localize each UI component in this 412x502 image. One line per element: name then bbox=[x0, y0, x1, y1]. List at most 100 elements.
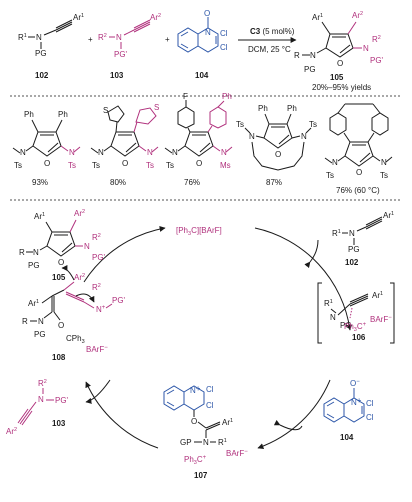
o-label: O bbox=[196, 159, 202, 168]
example-2: S S O N Ts N Ts 80% bbox=[90, 103, 159, 187]
barf-label: BArF− bbox=[370, 315, 392, 324]
n-label: N bbox=[147, 148, 153, 157]
ar2-label: Ar2 bbox=[6, 427, 17, 436]
r2-label: R2 bbox=[98, 33, 107, 42]
r2-label: R2 bbox=[38, 379, 47, 388]
reagent-104: O N Cl Cl 104 bbox=[177, 9, 228, 80]
ts-label: Ts bbox=[380, 171, 388, 180]
ph3c-label: Ph3C+ bbox=[184, 455, 207, 466]
n-label: N bbox=[38, 395, 44, 404]
n-label: N bbox=[84, 242, 90, 251]
ts-label: Ts bbox=[14, 161, 22, 170]
pg-label: PG bbox=[340, 321, 352, 330]
compound-number-103: 103 bbox=[110, 71, 124, 80]
n-label: N bbox=[172, 148, 178, 157]
yield-label: 76% (60 °C) bbox=[336, 186, 380, 195]
compound-number-107: 107 bbox=[194, 471, 208, 480]
yield-label: 93% bbox=[32, 178, 48, 187]
cl-label: Cl bbox=[220, 29, 228, 38]
ar1-label: Ar1 bbox=[73, 13, 84, 22]
cycle-arrows bbox=[61, 226, 353, 450]
o-label: O bbox=[356, 168, 362, 177]
r1-label: R1 bbox=[332, 229, 341, 238]
ts-label: Ts bbox=[146, 161, 154, 170]
ar1-label: Ar1 bbox=[383, 211, 394, 220]
ph-label: Ph bbox=[287, 104, 297, 113]
compound-number-105: 105 bbox=[52, 273, 66, 282]
n-label: N bbox=[349, 229, 355, 238]
ar2-label: Ar2 bbox=[352, 11, 363, 20]
pg-label: PG bbox=[34, 330, 46, 339]
f-label: F bbox=[183, 92, 188, 101]
compound-number-105: 105 bbox=[330, 73, 344, 82]
ar2-label: Ar2 bbox=[74, 209, 85, 218]
ar2-label: Ar2 bbox=[74, 273, 85, 282]
o-label: O bbox=[122, 159, 128, 168]
cycle-intermediate-108: Ar1 Ar2 R2 N+ PG' N R PG O CPh3 BArF− 10… bbox=[22, 273, 126, 362]
n-label: N bbox=[249, 132, 255, 141]
o-label: O bbox=[337, 59, 343, 68]
cycle-reagent-104: O− N+ Cl Cl 104 bbox=[323, 379, 374, 442]
yield-label: 80% bbox=[110, 178, 126, 187]
pg-label: PG bbox=[28, 261, 40, 270]
ts-label: Ts bbox=[309, 120, 317, 129]
n-label: N bbox=[221, 148, 227, 157]
n-label: N+ bbox=[96, 305, 106, 314]
s-label: S bbox=[103, 106, 108, 115]
conditions-label: DCM, 25 °C bbox=[248, 45, 291, 54]
barf-label: BArF− bbox=[86, 345, 108, 354]
ts-label: Ts bbox=[92, 161, 100, 170]
compound-number-106: 106 bbox=[352, 333, 366, 342]
ar1-label: Ar1 bbox=[222, 418, 233, 427]
cycle-catalyst-label: [Ph3C][BArF] bbox=[176, 226, 222, 237]
n-label: N bbox=[203, 438, 209, 447]
ph-label: Ph bbox=[58, 110, 68, 119]
o-label: O bbox=[44, 159, 50, 168]
cycle-product-105: Ar1 Ar2 N R PG O N R2 PG' 105 bbox=[19, 209, 106, 282]
pg-label: PG bbox=[348, 245, 360, 254]
pg-label: PG' bbox=[55, 396, 69, 405]
o-label: O bbox=[58, 258, 64, 267]
compound-number-104: 104 bbox=[195, 71, 209, 80]
ar1-label: Ar1 bbox=[34, 212, 45, 221]
compound-number-103: 103 bbox=[52, 419, 66, 428]
ph-label: Ph bbox=[24, 110, 34, 119]
example-1: Ph Ph O N Ts N Ts 93% bbox=[12, 110, 81, 187]
example-5: O N Ts N Ts 76% (60 °C) bbox=[324, 103, 393, 195]
n-label: N+ bbox=[351, 396, 362, 407]
r-label: R bbox=[22, 317, 28, 326]
pg-label: PG' bbox=[114, 50, 128, 59]
o-label: O bbox=[58, 321, 64, 330]
r2-label: R2 bbox=[92, 233, 101, 242]
n-label: N bbox=[381, 158, 387, 167]
ph3c-label: Ph3C+ bbox=[344, 322, 367, 333]
n-label: N bbox=[69, 148, 75, 157]
r1-label: R1 bbox=[324, 299, 333, 308]
reaction-arrow: C3 (5 mol%) DCM, 25 °C bbox=[238, 27, 297, 54]
s-label: S bbox=[154, 103, 159, 112]
cycle-intermediate-106: R1 N PG Ar1 Ph3C+ BArF− 106 bbox=[317, 282, 395, 344]
n-label: N bbox=[301, 132, 307, 141]
yield-range: 20%–95% yields bbox=[312, 83, 371, 92]
cycle-reagent-103: R2 N PG' Ar2 103 bbox=[6, 379, 69, 436]
o-label: O bbox=[191, 417, 197, 426]
r1-label: R1 bbox=[218, 438, 227, 447]
n-label: N+ bbox=[190, 384, 201, 395]
o-label: O− bbox=[350, 379, 360, 388]
catalyst-label: C3 (5 mol%) bbox=[250, 27, 295, 36]
ar1-label: Ar1 bbox=[28, 299, 39, 308]
pg-label: PG' bbox=[370, 56, 384, 65]
compound-number-104: 104 bbox=[340, 433, 354, 442]
n-label: N bbox=[20, 148, 26, 157]
ar2-label: Ar2 bbox=[150, 13, 161, 22]
pg-label: PG bbox=[35, 49, 47, 58]
r2-label: R2 bbox=[372, 35, 381, 44]
r-label: R bbox=[19, 248, 25, 257]
plus-sign: + bbox=[88, 35, 93, 44]
o-label: O bbox=[275, 150, 281, 159]
cycle-intermediate-107: N+ Cl Cl O Ar1 N GP R1 Ph3C+ BArF− 107 bbox=[163, 384, 248, 480]
compound-number-102: 102 bbox=[35, 71, 49, 80]
product-105: Ar1 Ar2 N R PG O N R2 PG' 105 20%–95% yi… bbox=[294, 11, 384, 92]
cl-label: Cl bbox=[206, 401, 214, 410]
